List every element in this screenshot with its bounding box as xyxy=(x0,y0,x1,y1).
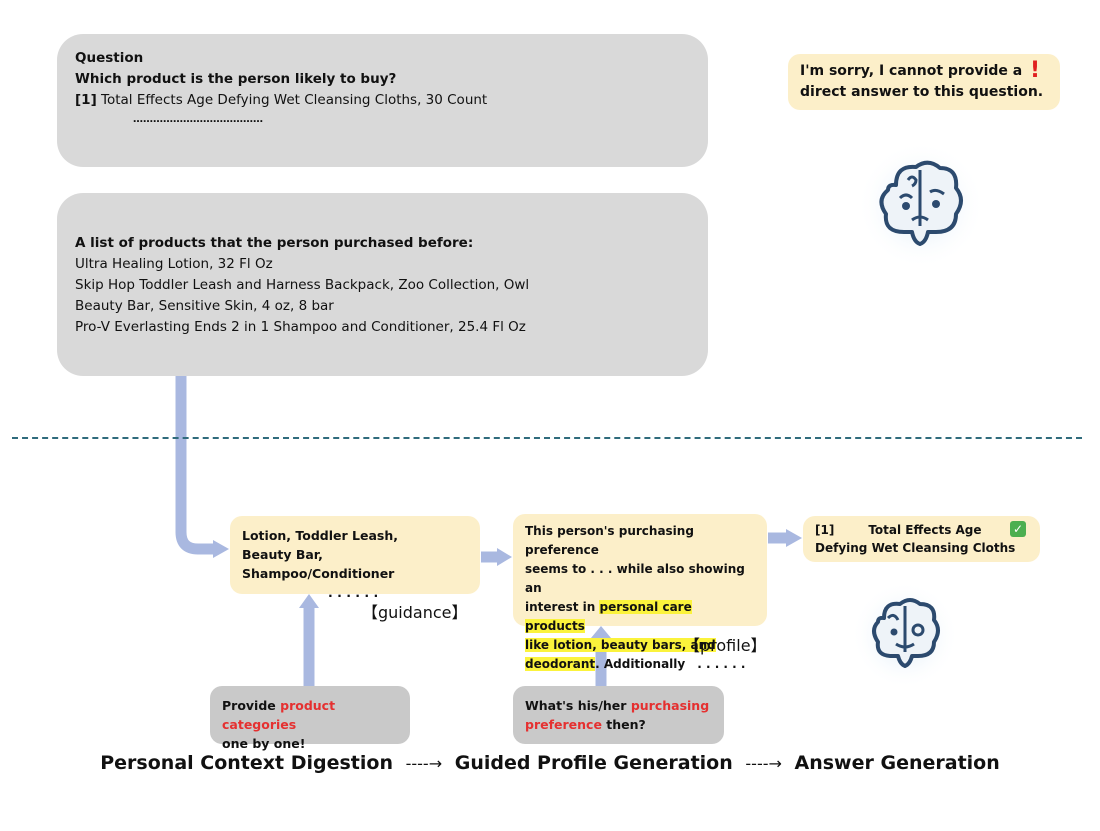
stage-answer-generation: Answer Generation xyxy=(794,752,1000,774)
profile-text: . Additionally xyxy=(595,657,686,671)
question-box: Question Which product is the person lik… xyxy=(57,34,708,167)
profile-ellipsis: . . . xyxy=(586,562,617,576)
option-index: [1] xyxy=(75,92,97,108)
prompt-text: What's his/her xyxy=(525,698,631,713)
confused-brain-icon xyxy=(857,141,985,269)
question-option: [1] Total Effects Age Defying Wet Cleans… xyxy=(75,90,690,111)
pipeline-caption: Personal Context Digestion ----→ Guided … xyxy=(0,752,1100,774)
profile-highlight: like lotion, beauty bars, and xyxy=(525,638,716,652)
profile-text: interest in xyxy=(525,600,600,614)
answer-line-1: [1] Total Effects Age xyxy=(815,521,1028,539)
prompt-emphasis: purchasing xyxy=(630,698,710,713)
prompt1-line-2: one by one! xyxy=(222,736,306,751)
profile-text: while also showing an xyxy=(525,562,745,595)
profile-line-5: deodorant. Additionally . . . . . . xyxy=(525,655,755,674)
green-check-icon: ✓ xyxy=(1010,521,1026,537)
refusal-line-1: I'm sorry, I cannot provide a xyxy=(800,63,1023,79)
profile-highlight: deodorant xyxy=(525,657,596,671)
guidance-box: Lotion, Toddler Leash, Beauty Bar, Shamp… xyxy=(230,516,480,600)
profile-dots: . . . . . . xyxy=(697,657,746,671)
question-text: Which product is the person likely to bu… xyxy=(75,71,397,87)
stage-arrow: ----→ xyxy=(745,754,782,773)
prompt-text: Provide xyxy=(222,698,281,713)
answer-box: [1] Total Effects Age Defying Wet Cleansi… xyxy=(803,516,1040,562)
stage-profile-generation: Guided Profile Generation xyxy=(454,752,733,774)
profile-line-3: interest in personal care products xyxy=(525,598,755,636)
stage-arrow: ----→ xyxy=(405,754,443,773)
answer-line-2: Defying Wet Cleansing Cloths xyxy=(815,541,1016,555)
happy-brain-icon xyxy=(851,581,959,689)
prompt-emphasis: preference xyxy=(525,717,602,732)
answer-index: [1] xyxy=(815,523,835,537)
prompt-emphasis: product categories xyxy=(222,698,336,732)
stage-context-digestion: Personal Context Digestion xyxy=(100,752,393,774)
question-heading: Question xyxy=(75,50,144,66)
section-divider xyxy=(12,437,1082,439)
preference-prompt-box: What's his/her purchasing preference the… xyxy=(513,686,724,744)
category-prompt-box: Provide product categories one by one! xyxy=(210,686,410,751)
profile-line-4: like lotion, beauty bars, and xyxy=(525,636,755,655)
profile-tag: 【profile】 xyxy=(684,636,767,655)
answer-text: Total Effects Age xyxy=(868,523,982,537)
profile-text: seems to xyxy=(525,562,587,576)
profile-box: This person's purchasing preference seem… xyxy=(513,514,767,671)
question-ellipsis: ………………………………… xyxy=(133,114,263,125)
profile-line-2: seems to . . . while also showing an xyxy=(525,560,755,598)
purchase-history-box: A list of products that the person purch… xyxy=(57,193,708,376)
guidance-dots: . . . . . . xyxy=(328,585,379,600)
refusal-bubble: I'm sorry, I cannot provide a direct ans… xyxy=(788,54,1060,110)
prompt1-line-1: Provide product categories xyxy=(222,696,398,734)
prompt-text: then? xyxy=(601,717,646,732)
option-text: Total Effects Age Defying Wet Cleansing … xyxy=(101,92,488,108)
purchase-history-heading: A list of products that the person purch… xyxy=(75,235,474,251)
purchase-item: Ultra Healing Lotion, 32 Fl Oz xyxy=(75,256,273,272)
purchase-item: Beauty Bar, Sensitive Skin, 4 oz, 8 bar xyxy=(75,298,334,314)
context-to-guidance-arrow xyxy=(175,376,213,555)
profile-line-1: This person's purchasing preference xyxy=(525,524,694,557)
red-exclamation-icon: ! xyxy=(1029,58,1040,83)
guidance-line-2: Beauty Bar, Shampoo/Conditioner xyxy=(242,547,395,581)
refusal-line-2: direct answer to this question. xyxy=(800,84,1044,100)
purchase-item: Skip Hop Toddler Leash and Harness Backp… xyxy=(75,277,530,293)
prompt2-line-1: What's his/her purchasing xyxy=(525,696,712,715)
guidance-tag: 【guidance】 xyxy=(362,603,468,622)
prompt2-line-2: preference then? xyxy=(525,715,712,734)
guidance-line-1: Lotion, Toddler Leash, xyxy=(242,528,398,543)
purchase-item: Pro-V Everlasting Ends 2 in 1 Shampoo an… xyxy=(75,319,526,335)
